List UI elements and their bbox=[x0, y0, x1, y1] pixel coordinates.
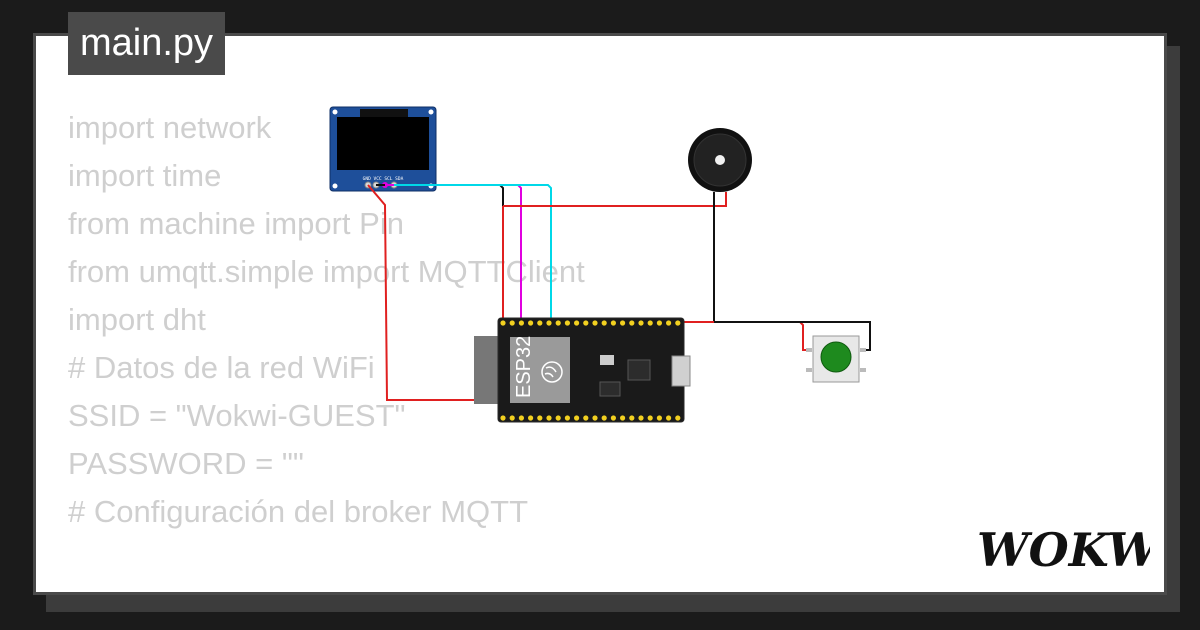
header-pin bbox=[518, 320, 525, 326]
code-preview: import network import time from machine im… bbox=[68, 104, 585, 536]
code-line: # Configuración del broker MQTT bbox=[68, 494, 529, 529]
header-pin bbox=[555, 320, 561, 326]
header-pin bbox=[638, 320, 644, 326]
header-pin bbox=[647, 320, 653, 326]
header-pin bbox=[574, 415, 580, 421]
header-pin bbox=[546, 415, 552, 421]
header-pin bbox=[629, 320, 635, 326]
header-pin bbox=[500, 320, 506, 326]
header-pin bbox=[583, 320, 589, 326]
buzzer-icon[interactable] bbox=[688, 128, 752, 203]
header-pin bbox=[666, 320, 672, 326]
header-pin bbox=[610, 415, 617, 421]
code-line: from machine import Pin bbox=[68, 206, 404, 241]
oled-display[interactable]: GND VCC SCL SDA bbox=[329, 106, 437, 192]
header-pin bbox=[528, 320, 534, 326]
header-pin bbox=[574, 320, 580, 326]
board-label: ESP32 bbox=[513, 336, 535, 398]
header-pin bbox=[675, 415, 681, 421]
header-pin bbox=[583, 415, 589, 421]
header-pin bbox=[537, 415, 543, 421]
project-preview-card: import network import time from machine im… bbox=[33, 33, 1167, 595]
header-pin bbox=[555, 415, 561, 421]
oled-pin-labels: GND VCC SCL SDA bbox=[363, 176, 404, 182]
header-pin bbox=[666, 415, 672, 421]
header-pin bbox=[610, 320, 617, 326]
code-line: import time bbox=[68, 158, 222, 193]
header-pin bbox=[620, 415, 626, 421]
code-line: from umqtt.simple import MQTTClient bbox=[68, 254, 585, 289]
header-pin bbox=[592, 415, 598, 421]
header-pins-bottom bbox=[500, 415, 681, 421]
code-line: import dht bbox=[68, 302, 206, 337]
header-pin bbox=[592, 320, 598, 326]
wokwi-logo: WOKWi bbox=[977, 524, 1150, 577]
header-pin bbox=[509, 415, 515, 421]
code-line: PASSWORD = "" bbox=[68, 446, 304, 481]
espressif-logo-icon bbox=[541, 361, 563, 383]
header-pin bbox=[647, 415, 653, 421]
header-pin bbox=[601, 415, 607, 421]
code-line: SSID = "Wokwi-GUEST" bbox=[68, 398, 406, 433]
header-pin bbox=[528, 415, 534, 421]
header-pin bbox=[620, 320, 626, 326]
header-pin bbox=[629, 415, 635, 421]
pushbutton-icon[interactable] bbox=[806, 335, 866, 383]
header-pin bbox=[601, 320, 607, 326]
header-pin bbox=[500, 415, 506, 421]
header-pin bbox=[518, 415, 525, 421]
brand-name: WOKWi bbox=[977, 524, 1150, 577]
header-pin bbox=[564, 320, 571, 326]
header-pins-top bbox=[500, 320, 681, 326]
header-pin bbox=[675, 320, 681, 326]
file-tab[interactable]: main.py bbox=[68, 12, 226, 75]
header-pin bbox=[656, 415, 663, 421]
header-pin bbox=[537, 320, 543, 326]
header-pin bbox=[638, 415, 644, 421]
code-line: # Datos de la red WiFi bbox=[68, 350, 375, 385]
header-pin bbox=[546, 320, 552, 326]
code-line: import network bbox=[68, 110, 272, 145]
header-pin bbox=[509, 320, 515, 326]
esp32-board[interactable]: ESP32 bbox=[474, 317, 691, 423]
header-pin bbox=[564, 415, 571, 421]
header-pin bbox=[656, 320, 663, 326]
